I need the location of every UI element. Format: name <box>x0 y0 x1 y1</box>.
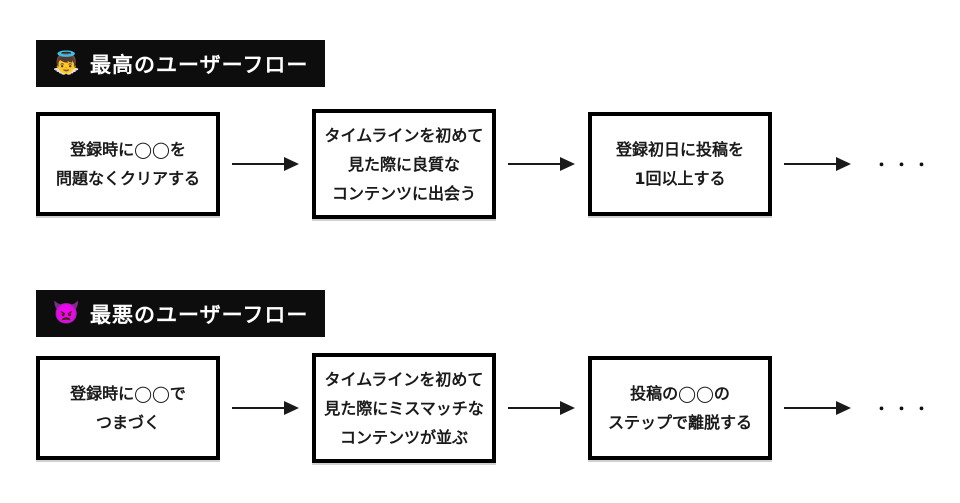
step-text-line: タイムラインを初めて <box>324 369 484 389</box>
arrow-right-icon <box>232 155 300 173</box>
worst-step-1-box: 登録時に◯◯で つまづく <box>36 356 220 460</box>
step-text-line: コンテンツに出会う <box>331 183 476 203</box>
worst-flow-title: 最悪のユーザーフロー <box>90 302 309 327</box>
best-step-3-box: 登録初日に投稿を 1回以上する <box>588 112 772 216</box>
worst-step-3-box: 投稿の◯◯の ステップで離脱する <box>588 356 772 460</box>
worst-step-2-box: タイムラインを初めて 見た際にミスマッチな コンテンツが並ぶ <box>312 353 496 463</box>
step-text-line: 見た際にミスマッチな <box>324 398 484 418</box>
best-flow-section: 👼 最高のユーザーフロー 登録時に◯◯を 問題なくクリアする タイムラインを初め… <box>36 40 934 219</box>
step-text-line: ステップで離脱する <box>607 413 752 432</box>
step-text-line: 登録初日に投稿を <box>615 140 744 159</box>
step-text-line: 1回以上する <box>634 169 726 188</box>
arrow-right-icon <box>232 399 300 417</box>
continuation-dots: ・・・ <box>874 155 935 174</box>
step-text-line: 登録時に◯◯を <box>70 140 186 159</box>
step-text-line: 見た際に良質な <box>347 154 460 174</box>
continuation-dots: ・・・ <box>874 399 935 418</box>
step-text-line: コンテンツが並ぶ <box>339 427 468 447</box>
arrow-right-icon <box>784 155 852 173</box>
step-text-line: 問題なくクリアする <box>55 169 200 188</box>
step-text-line: つまづく <box>95 413 160 432</box>
arrow-right-icon <box>508 399 576 417</box>
arrow-right-icon <box>508 155 576 173</box>
best-flow-title: 最高のユーザーフロー <box>90 52 309 77</box>
best-step-1-box: 登録時に◯◯を 問題なくクリアする <box>36 112 220 216</box>
devil-emoji: 👿 <box>52 300 82 326</box>
best-flow-row: 登録時に◯◯を 問題なくクリアする タイムラインを初めて 見た際に良質な コンテ… <box>36 109 934 219</box>
arrow-right-icon <box>784 399 852 417</box>
best-step-2-box: タイムラインを初めて 見た際に良質な コンテンツに出会う <box>312 109 496 219</box>
best-flow-header: 👼 最高のユーザーフロー <box>36 40 325 87</box>
worst-flow-row: 登録時に◯◯で つまづく タイムラインを初めて 見た際にミスマッチな コンテンツ… <box>36 353 934 463</box>
step-text-line: 投稿の◯◯の <box>630 384 730 403</box>
angel-emoji: 👼 <box>52 50 82 76</box>
worst-flow-header: 👿 最悪のユーザーフロー <box>36 290 325 337</box>
step-text-line: 登録時に◯◯で <box>70 384 186 403</box>
worst-flow-section: 👿 最悪のユーザーフロー 登録時に◯◯で つまづく タイムラインを初めて 見た際… <box>36 290 934 463</box>
step-text-line: タイムラインを初めて <box>324 125 484 145</box>
